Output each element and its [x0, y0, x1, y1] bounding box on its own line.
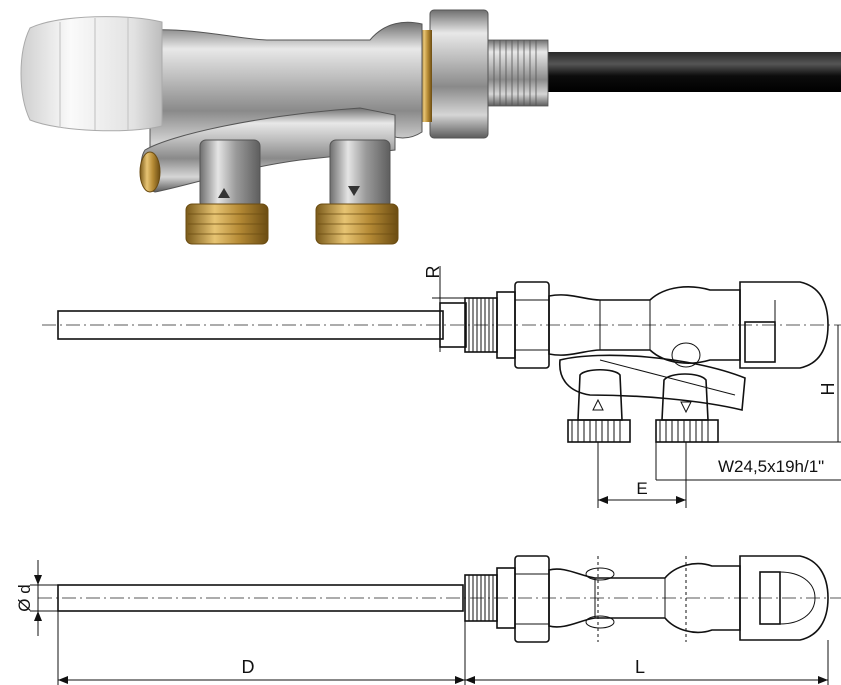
thread-spec-label: W24,5x19h/1" [718, 457, 824, 476]
side-view-drawing: R H W24,5x19h/1" E [42, 266, 841, 508]
side-outlet-left [567, 419, 631, 443]
dim-label-e: E [636, 479, 647, 498]
dim-label-r: R [423, 266, 443, 279]
valve-photo [20, 9, 841, 245]
dim-label-h: H [818, 383, 838, 396]
dim-label-d: Ø d [15, 584, 34, 611]
photo-arrow-down-icon [348, 186, 360, 196]
side-tube [57, 310, 444, 340]
top-view-drawing: Ø d D L [15, 555, 841, 685]
side-outlet-right [655, 419, 719, 443]
bottom-cap [739, 555, 829, 641]
dim-label-D: D [242, 657, 255, 677]
photo-arrow-up-icon [218, 188, 230, 198]
photo-tube [545, 52, 841, 92]
side-cap [739, 281, 829, 369]
photo-thermostat-cap [20, 16, 163, 132]
photo-hex-nut [429, 9, 489, 139]
dim-label-L: L [635, 657, 645, 677]
bottom-tube [57, 584, 464, 612]
